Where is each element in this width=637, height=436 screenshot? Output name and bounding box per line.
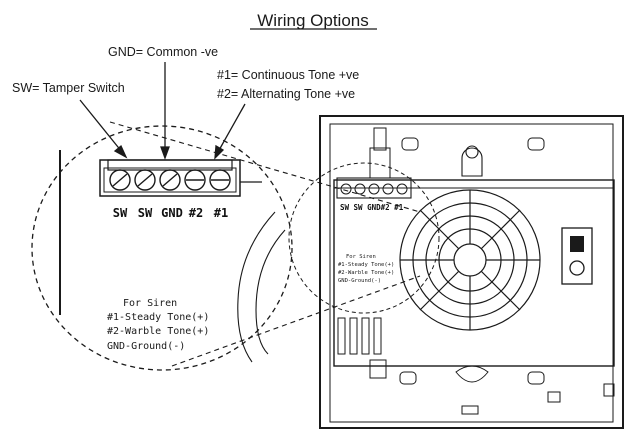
terminal-label: GND	[161, 206, 183, 220]
small-siren-note-heading: For Siren	[346, 254, 376, 260]
callout-tone1: #1= Continuous Tone +ve	[217, 68, 359, 82]
detail-circle	[288, 162, 440, 314]
slot-icon	[399, 371, 417, 385]
enclosure-curves	[237, 211, 286, 363]
small-terminal-block	[336, 177, 412, 199]
keyhole-mount-icon	[461, 145, 483, 177]
slot-icon	[527, 137, 545, 151]
terminal-label: SW	[113, 206, 128, 220]
zoom-circle	[31, 125, 293, 371]
terminal-label: SW	[138, 206, 153, 220]
vent-slots	[337, 317, 382, 355]
siren-note-heading: For Siren	[123, 298, 177, 309]
small-terminal-labels: SW SW GND#2 #1	[340, 203, 404, 212]
diagram-title: Wiring Options	[257, 11, 368, 30]
zoom-connector-lines	[109, 121, 421, 367]
siren-note-line: #1-Steady Tone(+)	[107, 312, 209, 323]
small-siren-note-line: #1-Steady Tone(+)	[338, 262, 394, 268]
terminal-screw-icon	[159, 169, 181, 191]
terminal-screw-icon	[134, 169, 156, 191]
callout-arrows	[79, 62, 246, 160]
small-siren-note-line: #2-Warble Tone(+)	[338, 270, 394, 276]
slot-icon	[401, 137, 419, 151]
small-siren-note-line: GND-Ground(-)	[338, 278, 381, 284]
small-siren-note: For Siren #1-Steady Tone(+) #2-Warble To…	[338, 254, 394, 284]
terminal-screw-icon	[109, 169, 131, 191]
keyhole-mount-icon	[455, 365, 489, 383]
callout-tone2: #2= Alternating Tone +ve	[217, 87, 355, 101]
device-housing: SW SW GND#2 #1 For Siren #1-Steady Tone(…	[288, 115, 624, 429]
terminal-screw-icon	[209, 169, 231, 191]
callout-sw: SW= Tamper Switch	[12, 81, 125, 95]
siren-note: For Siren #1-Steady Tone(+) #2-Warble To…	[107, 298, 209, 352]
terminal-label: #2	[189, 206, 203, 220]
siren-note-line: GND-Ground(-)	[107, 341, 185, 352]
speaker-grille-icon	[399, 189, 541, 331]
terminal-labels: SW SW GND #2 #1	[113, 206, 228, 220]
slot-icon	[527, 371, 545, 385]
callout-gnd: GND= Common -ve	[108, 45, 218, 59]
siren-note-line: #2-Warble Tone(+)	[107, 326, 209, 337]
tamper-switch-icon	[561, 227, 593, 285]
terminal-label: #1	[214, 206, 228, 220]
large-terminal-block	[99, 159, 262, 197]
terminal-screw-icon	[184, 169, 206, 191]
